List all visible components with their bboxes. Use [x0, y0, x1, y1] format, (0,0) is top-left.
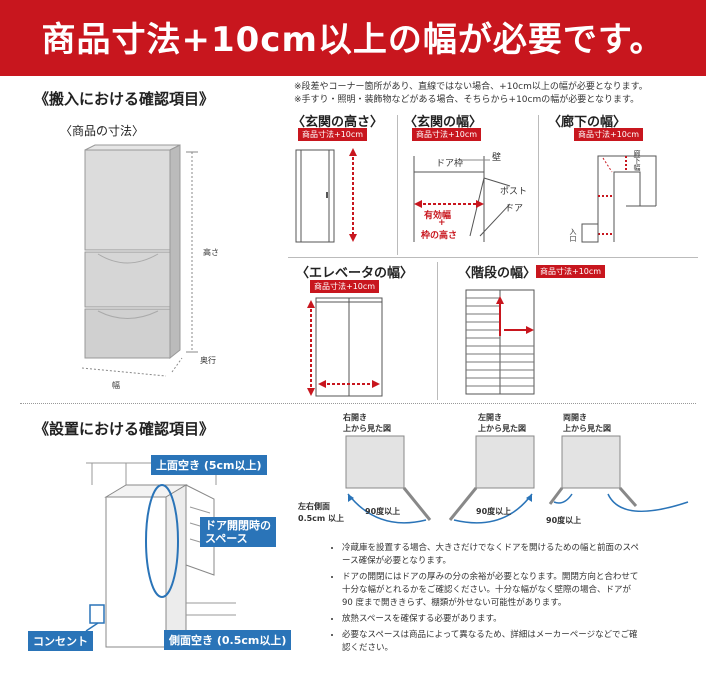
entrance-height-badge: 商品寸法+10cm [298, 128, 368, 141]
stairs-diagram [465, 289, 535, 395]
effective-width-label: 有効幅 [424, 211, 452, 221]
door-label: ドア [505, 204, 524, 214]
wall-label: 壁 [492, 153, 502, 163]
entrance-label: 入口 [569, 228, 577, 242]
left-open-subtitle: 上から見た図 [478, 424, 526, 433]
installation-heading: 《設置における確認項目》 [34, 420, 215, 438]
divider [288, 257, 698, 258]
entrance-width-diagram [413, 156, 511, 242]
height-label: 高さ [203, 248, 219, 257]
corridor-diagram [581, 155, 657, 243]
title-banner [0, 0, 706, 76]
section-divider [20, 403, 696, 404]
left-open-title: 左開き [478, 413, 502, 422]
delivery-note-2: ※手すり・照明・装飾物などがある場合、そちらから+10cmの幅が必要となります。 [294, 95, 640, 105]
right-open-diagram [345, 435, 432, 524]
frame-height-label: 枠の高さ [421, 231, 458, 241]
installation-notes: 冷蔵庫を設置する場合、大きさだけでなくドアを開けるための幅と前面のスペース確保が… [330, 542, 640, 658]
side-space-tag: 側面空き (0.5cm以上) [164, 630, 292, 650]
double-open-title: 両開き [563, 413, 587, 422]
door-frame-label: ドア枠 [436, 159, 464, 169]
entrance-width-title: 〈玄関の幅〉 [404, 115, 483, 130]
depth-label: 奥行 [200, 356, 216, 365]
entrance-height-diagram [295, 148, 357, 243]
note-item: 必要なスペースは商品によって異なるため、詳細はメーカーページなどでご確認ください… [342, 629, 640, 655]
entrance-width-badge: 商品寸法+10cm [412, 128, 482, 141]
banner-title: 商品寸法+10cm以上の幅が必要です。 [41, 20, 665, 60]
entrance-height-title: 〈玄関の高さ〉 [292, 115, 384, 130]
right-open-subtitle: 上から見た図 [343, 424, 391, 433]
door-space-line-1: ドア開閉時の [205, 519, 271, 532]
outlet-tag: コンセント [28, 631, 93, 651]
elevator-width-title: 〈エレベータの幅〉 [296, 266, 414, 281]
corridor-width-title: 〈廊下の幅〉 [548, 115, 627, 130]
elevator-width-badge: 商品寸法+10cm [310, 280, 380, 293]
divider [397, 115, 398, 255]
installation-illustration [85, 462, 236, 648]
left-open-angle: 90度以上 [476, 507, 512, 516]
divider [538, 115, 539, 255]
divider [437, 262, 438, 400]
double-open-diagram [548, 435, 689, 513]
note-item: 冷蔵庫を設置する場合、大きさだけでなくドアを開けるための幅と前面のスペース確保が… [342, 542, 640, 568]
corridor-label: 廊下幅 [633, 150, 641, 171]
left-open-diagram [448, 435, 535, 524]
door-space-tag: ドア開閉時の スペース [200, 517, 276, 547]
note-item: 放熱スペースを確保する必要があります。 [342, 613, 640, 626]
delivery-heading: 《搬入における確認項目》 [34, 90, 215, 108]
double-open-angle: 90度以上 [546, 516, 582, 525]
side-gap-line-1: 左右側面 [298, 502, 330, 511]
width-label: 幅 [112, 381, 120, 390]
note-item: ドアの開閉にはドアの厚みの分の余裕が必要となります。開閉方向と合わせて十分な幅が… [342, 571, 640, 610]
double-open-subtitle: 上から見た図 [563, 424, 611, 433]
right-open-title: 右開き [343, 413, 367, 422]
fridge-illustration [81, 144, 198, 377]
stairs-width-badge: 商品寸法+10cm [536, 265, 606, 278]
right-open-angle: 90度以上 [365, 507, 401, 516]
elevator-diagram [307, 297, 383, 397]
delivery-note-1: ※段差やコーナー箇所があり、直線ではない場合、+10cm以上の幅が必要となります… [294, 82, 648, 92]
plus-label: + [438, 218, 446, 228]
top-space-tag: 上面空き (5cm以上) [151, 455, 267, 475]
door-space-line-2: スペース [205, 532, 248, 545]
product-size-heading: 〈商品の寸法〉 [60, 124, 145, 138]
side-gap-line-2: 0.5cm 以上 [298, 514, 345, 523]
stairs-width-title: 〈階段の幅〉 [458, 266, 537, 281]
post-label: ポスト [500, 187, 528, 197]
corridor-width-badge: 商品寸法+10cm [574, 128, 644, 141]
